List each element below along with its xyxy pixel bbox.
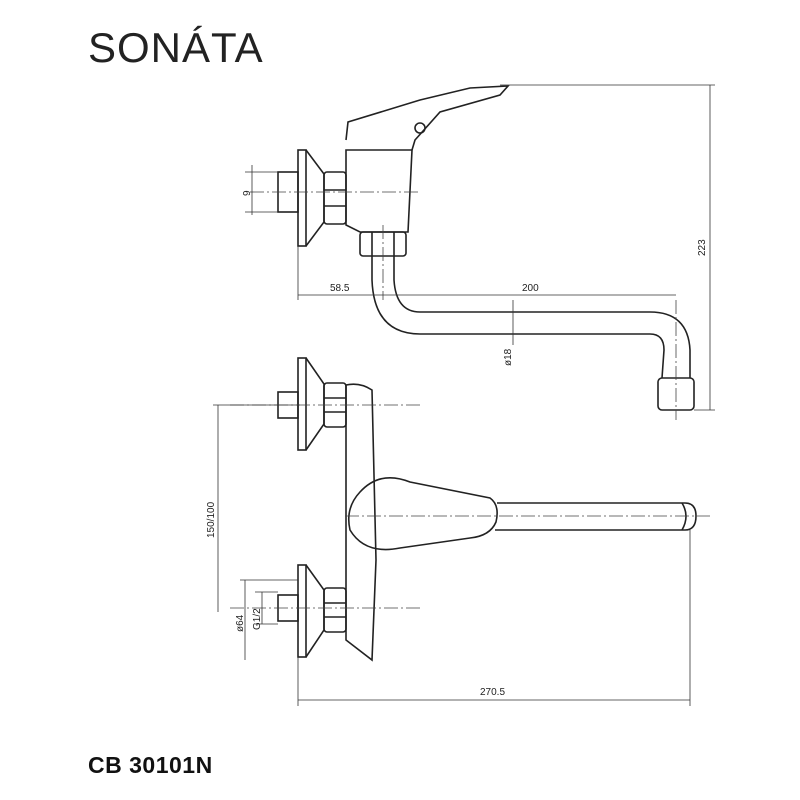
dim-223: 223	[697, 239, 708, 256]
dim-150-100: 150/100	[206, 501, 217, 538]
product-title: SONÁTA	[88, 24, 264, 71]
wall-flange-plate	[297, 149, 307, 247]
dim-spout-diameter: ø18	[503, 348, 514, 366]
spout-front	[495, 502, 697, 531]
dim-flange-diameter: ø64	[235, 614, 246, 632]
lever-handle	[345, 85, 510, 151]
dim-thread: G1/2	[252, 608, 263, 630]
hex-nut	[323, 171, 347, 225]
front-view: 150/100 ø64 G1/2 270.5	[206, 357, 710, 706]
side-view: 58.5 200 223 ø18 9	[242, 84, 715, 420]
lower-flange-plate	[297, 564, 307, 658]
product-code: CB 30101N	[88, 752, 213, 778]
upper-flange-plate	[297, 357, 307, 451]
lower-nut	[323, 587, 347, 633]
spout-lower	[371, 256, 665, 379]
lever-front	[347, 476, 498, 551]
dim-9: 9	[242, 190, 253, 196]
mixer-body-front	[345, 383, 377, 662]
dim-270-5: 270.5	[480, 687, 505, 698]
dim-58-5: 58.5	[330, 283, 350, 294]
dim-200: 200	[522, 283, 539, 294]
mixer-body	[345, 149, 413, 233]
flange-cone	[305, 149, 325, 247]
